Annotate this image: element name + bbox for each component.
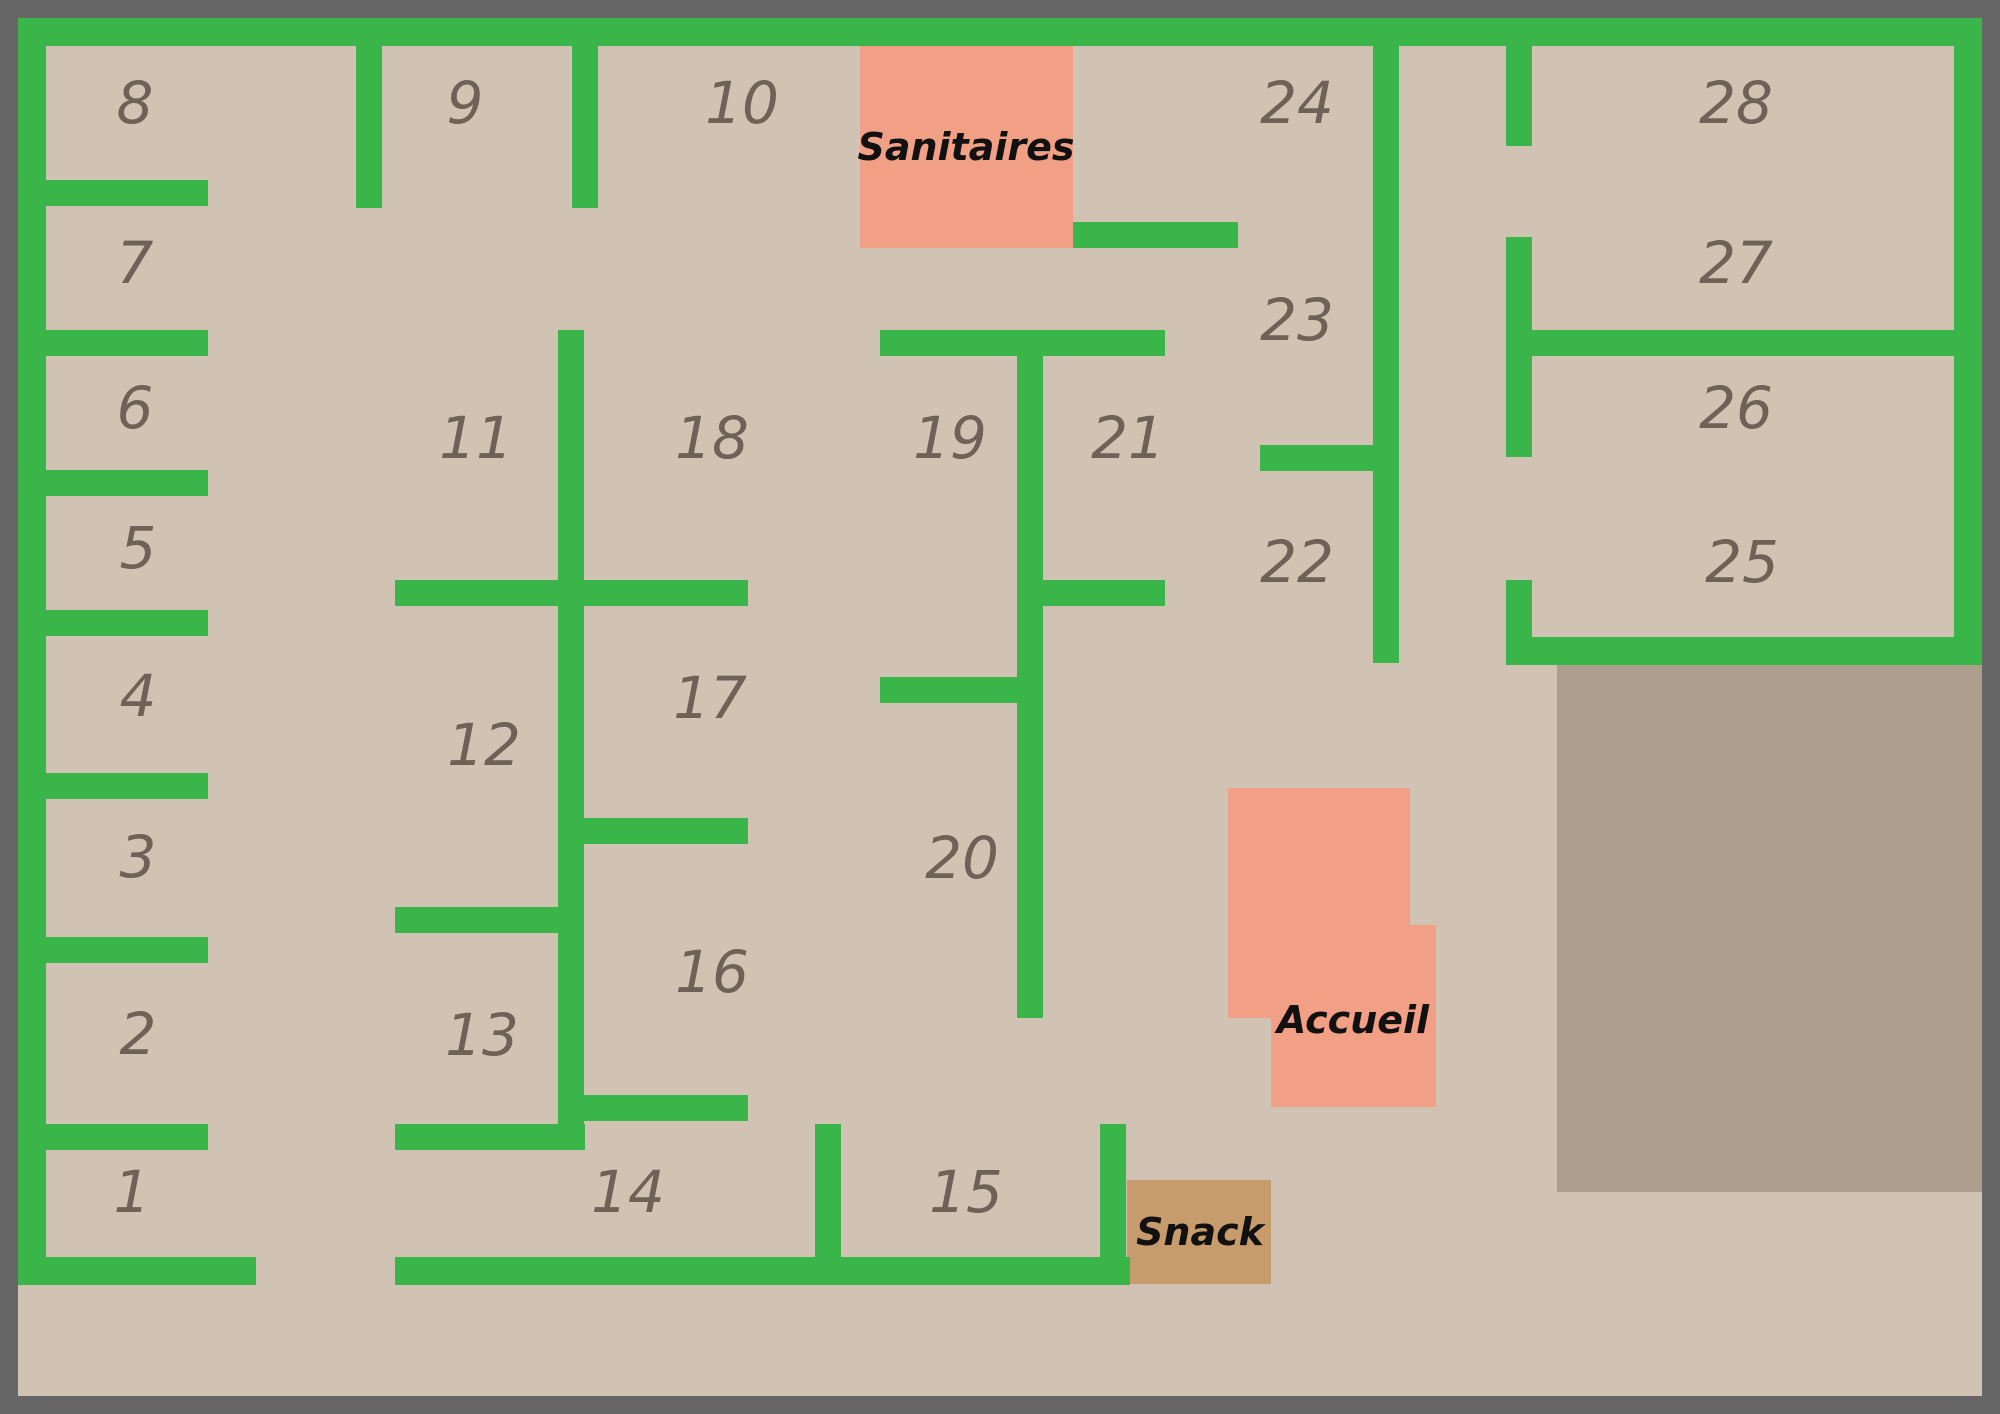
pitch-19[interactable]: 19 — [913, 404, 987, 472]
pitch-28[interactable]: 28 — [1699, 69, 1773, 137]
hedge — [572, 18, 598, 208]
pitch-13[interactable]: 13 — [445, 1001, 519, 1069]
pitch-7[interactable]: 7 — [117, 229, 154, 297]
hedge — [570, 818, 748, 844]
hedge — [395, 580, 748, 606]
hedge — [815, 1124, 841, 1264]
hedge — [1073, 222, 1238, 248]
hedge — [18, 937, 208, 963]
hedge — [18, 1124, 208, 1150]
accueil-block[interactable] — [1271, 925, 1436, 1107]
pitch-10[interactable]: 10 — [705, 69, 779, 137]
pitch-3[interactable]: 3 — [120, 823, 157, 891]
snack-label: Snack — [1136, 1210, 1267, 1254]
pitch-15[interactable]: 15 — [929, 1158, 1003, 1226]
accueil-label: Accueil — [1274, 998, 1430, 1042]
pitch-16[interactable]: 16 — [675, 938, 749, 1006]
snack-block[interactable] — [1127, 1180, 1271, 1284]
hedge — [18, 18, 1982, 46]
sanitaires-block[interactable] — [860, 45, 1073, 248]
hedge — [1260, 445, 1386, 471]
hedge — [1030, 580, 1165, 606]
pitch-9[interactable]: 9 — [447, 69, 484, 137]
hedge — [1100, 1124, 1126, 1285]
hedge — [880, 677, 1030, 703]
hedges — [18, 18, 1982, 1285]
hedge — [18, 470, 208, 496]
pitch-23[interactable]: 23 — [1260, 286, 1334, 354]
pitch-20[interactable]: 20 — [925, 824, 999, 892]
hedge — [18, 610, 208, 636]
pitch-4[interactable]: 4 — [120, 662, 157, 730]
pitch-numbers: 8 7 6 5 4 3 2 1 9 10 11 12 13 14 15 16 1… — [114, 69, 1779, 1226]
pitch-22[interactable]: 22 — [1260, 528, 1334, 596]
hedge — [395, 1124, 585, 1150]
sanitaires-label: Sanitaires — [857, 125, 1074, 169]
pitch-2[interactable]: 2 — [120, 1000, 157, 1068]
pitch-27[interactable]: 27 — [1699, 229, 1773, 297]
hedge — [395, 1257, 1130, 1285]
hedge — [1506, 330, 1982, 356]
hedge — [18, 180, 208, 206]
hedge — [570, 1095, 748, 1121]
hedge — [356, 18, 382, 208]
hedge — [1373, 18, 1399, 663]
pitch-24[interactable]: 24 — [1260, 69, 1334, 137]
pitch-1[interactable]: 1 — [114, 1158, 151, 1226]
pitch-14[interactable]: 14 — [591, 1158, 665, 1226]
pitch-21[interactable]: 21 — [1091, 404, 1165, 472]
pitch-12[interactable]: 12 — [447, 711, 521, 779]
hedge — [18, 330, 208, 356]
hedge — [18, 1257, 256, 1285]
hedge — [1506, 637, 1982, 665]
hedge — [18, 18, 46, 1285]
pitch-6[interactable]: 6 — [117, 374, 154, 442]
pitch-5[interactable]: 5 — [120, 514, 157, 582]
pitch-18[interactable]: 18 — [675, 404, 749, 472]
pitch-8[interactable]: 8 — [117, 69, 154, 137]
hedge — [18, 773, 208, 799]
pitch-26[interactable]: 26 — [1699, 374, 1773, 442]
hedge — [1506, 18, 1532, 146]
reserved-area — [1557, 660, 1982, 1192]
hedge — [395, 907, 575, 933]
pitch-11[interactable]: 11 — [439, 404, 513, 472]
pitch-17[interactable]: 17 — [673, 664, 747, 732]
hedge — [558, 330, 584, 1150]
pitch-25[interactable]: 25 — [1705, 528, 1779, 596]
